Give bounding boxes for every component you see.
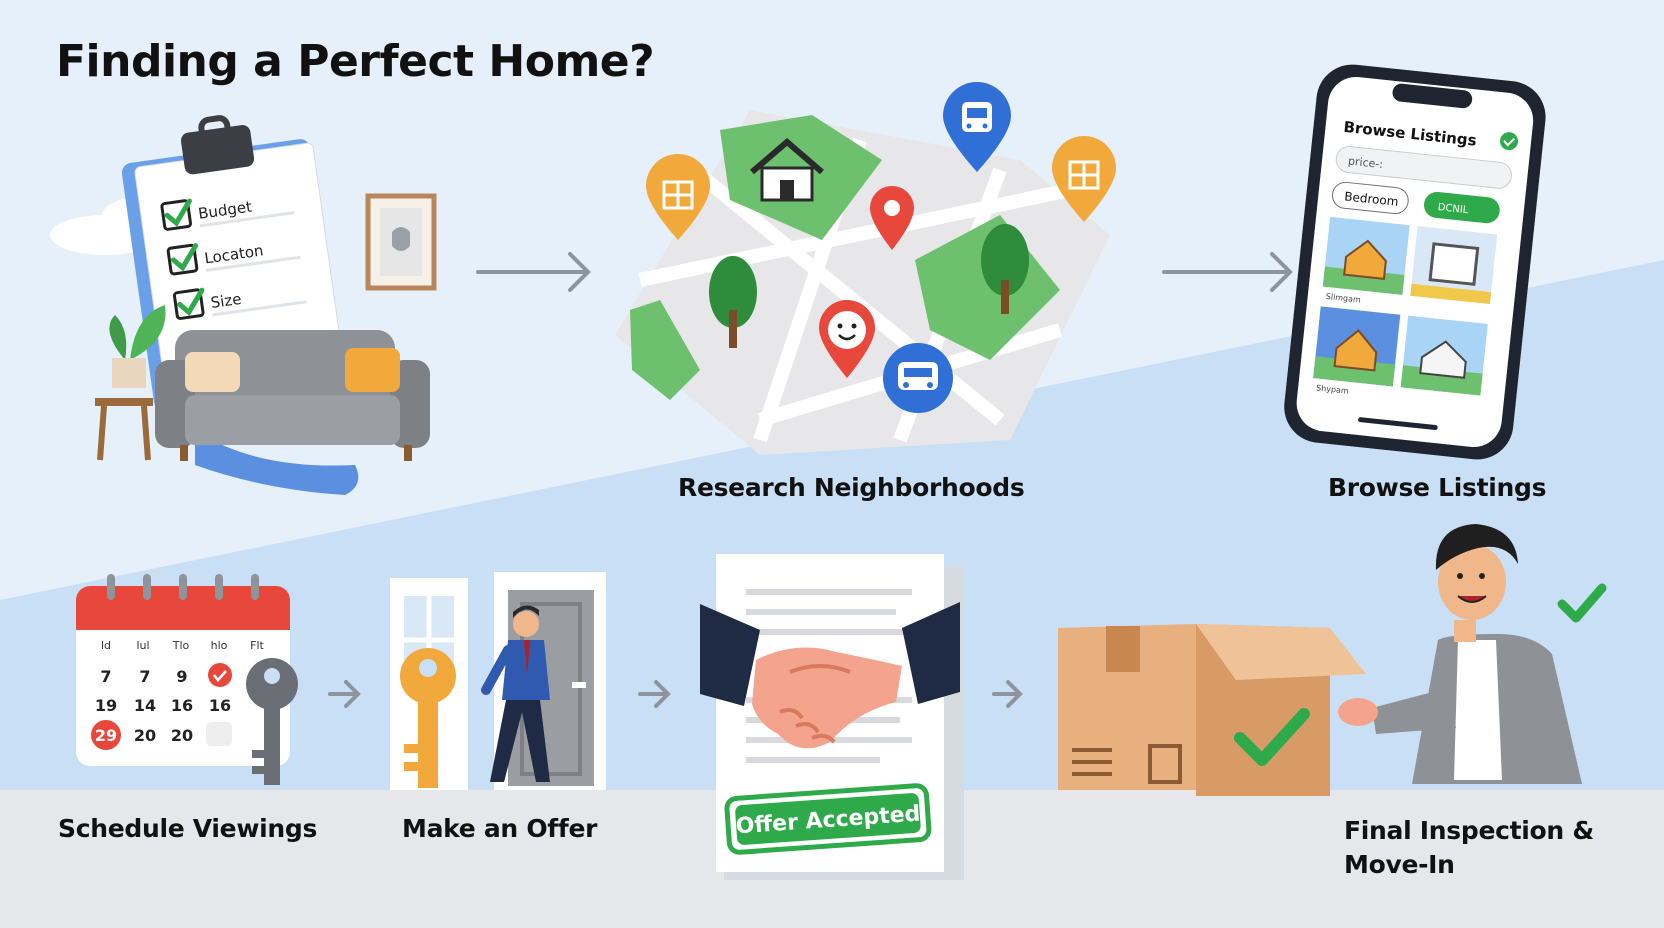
calendar-day: 7 — [100, 667, 111, 686]
calendar-day: 9 — [176, 667, 187, 686]
listing-caption: Slimgam — [1325, 292, 1361, 305]
weekday: Tlo — [172, 639, 190, 652]
arrow-icon — [992, 680, 1023, 708]
checkmark-icon — [1234, 708, 1310, 766]
arrow-icon — [638, 680, 671, 708]
bus-pin-icon — [943, 82, 1011, 172]
arrow-icon — [1162, 252, 1293, 292]
agent-figure — [481, 605, 550, 782]
apartment-pin-icon — [1052, 136, 1116, 222]
listing-caption: Shypam — [1316, 383, 1350, 395]
step-label-final: Final Inspection & Move-In — [1344, 814, 1594, 882]
arrow-icon — [328, 680, 361, 708]
calendar-day: 19 — [95, 696, 117, 715]
weekday: Flt — [250, 639, 264, 652]
checkmark-icon — [1557, 583, 1607, 623]
moving-box-icon — [1058, 624, 1366, 796]
apartment-pin-icon — [646, 154, 710, 240]
handshake-icon — [752, 647, 902, 749]
calendar-day: 14 — [134, 696, 156, 715]
step-label-research: Research Neighborhoods — [678, 473, 1025, 502]
offer-accepted-stamp: Offer Accepted — [724, 783, 932, 855]
flow-arrows — [328, 252, 1293, 708]
tree-icon — [709, 256, 757, 348]
weekday: ld — [101, 639, 111, 652]
page-title: Finding a Perfect Home? — [56, 36, 655, 87]
house-icon — [750, 138, 824, 202]
calendar-day: 16 — [209, 696, 231, 715]
phone-illustration: Browse Listings price-: Bedroom DCNIL Sl… — [1284, 64, 1546, 460]
phone-price-input[interactable]: price-: — [1347, 154, 1383, 171]
neighborhood-map-illustration — [615, 82, 1116, 455]
tree-icon — [981, 224, 1029, 314]
living-room-illustration: Budget Locaton Size — [50, 115, 437, 495]
person-figure — [1338, 524, 1582, 784]
calendar-day: 7 — [139, 667, 150, 686]
grey-key-icon — [246, 658, 298, 785]
phone-bedroom-button[interactable]: Bedroom — [1344, 189, 1399, 209]
calendar-icon: ld lul Tlo hlo Flt 7 7 9 19 14 16 16 29 … — [76, 574, 290, 766]
step-label-schedule: Schedule Viewings — [58, 814, 318, 843]
plant-icon — [95, 305, 166, 461]
gold-key-icon — [400, 648, 456, 788]
phone-search-button[interactable]: DCNIL — [1437, 202, 1469, 216]
step-label-offer: Make an Offer — [402, 814, 598, 843]
step-label-final-line1: Final Inspection & — [1344, 816, 1594, 845]
bus-stop-icon — [883, 343, 953, 413]
sofa-icon — [155, 330, 430, 461]
calendar-day: 20 — [134, 726, 156, 745]
arrow-icon — [476, 252, 591, 292]
weekday: hlo — [211, 639, 228, 652]
step-label-final-line2: Move-In — [1344, 850, 1455, 879]
step-label-browse: Browse Listings — [1328, 473, 1547, 502]
calendar-day-highlight: 29 — [95, 726, 117, 745]
calendar-day: 20 — [171, 726, 193, 745]
calendar-day: 16 — [171, 696, 193, 715]
smiley-pin-icon — [819, 300, 875, 378]
weekday: lul — [136, 639, 149, 652]
checklist-size: Size — [210, 290, 243, 312]
location-pin-icon — [870, 186, 914, 250]
